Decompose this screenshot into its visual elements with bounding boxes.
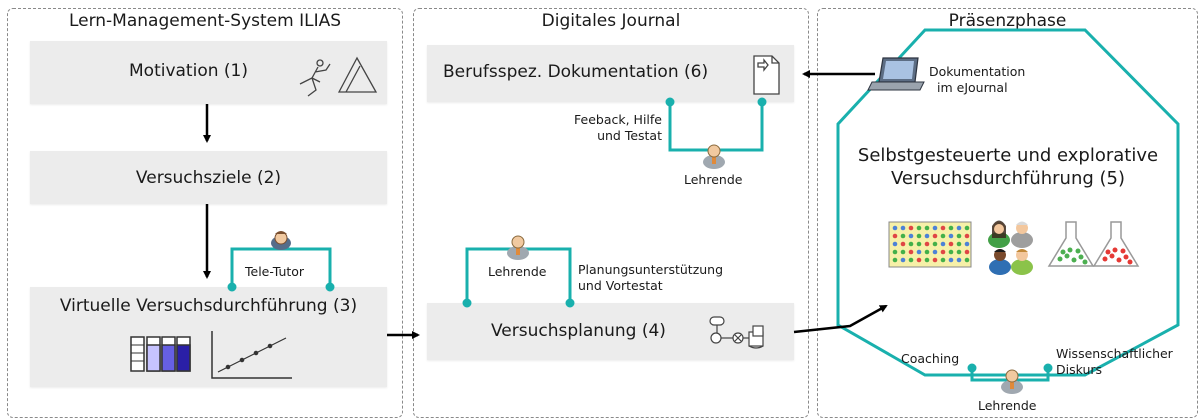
running-figure-icon bbox=[299, 56, 378, 97]
label-wiss-2: Diskurs bbox=[1056, 362, 1103, 377]
octagon-title-line2: Versuchsdurchführung (5) bbox=[890, 168, 1126, 189]
panel-title-lms: Lern-Management-System ILIAS bbox=[68, 11, 342, 31]
flask-red-icon bbox=[1092, 221, 1140, 267]
person-icon-lehrende-planung bbox=[507, 235, 529, 260]
box-virtuelle-label: Virtuelle Versuchsdurchführung (3) bbox=[59, 296, 358, 316]
person-icon-lehrende-journal bbox=[703, 144, 725, 169]
panel-title-praesenz: Präsenzphase bbox=[948, 11, 1067, 31]
person-icon-lehrende-bottom bbox=[1001, 369, 1023, 394]
flask-green-icon bbox=[1047, 221, 1095, 267]
line-chart-icon bbox=[211, 331, 292, 379]
box-virtuelle: Virtuelle Versuchsdurchführung (3) bbox=[30, 287, 387, 387]
octagon-shape bbox=[836, 28, 1180, 377]
flowchart-icon bbox=[709, 316, 764, 349]
box-motivation-label: Motivation (1) bbox=[129, 61, 248, 81]
label-wiss-1: Wissenschaftlicher bbox=[1056, 346, 1173, 361]
panel-praesenz: Präsenzphase bbox=[817, 8, 1198, 418]
data-grid-icon bbox=[888, 221, 972, 268]
label-feedback-2: und Testat bbox=[597, 128, 662, 143]
label-doku-2: im eJournal bbox=[937, 80, 1008, 95]
people-group-icon bbox=[988, 220, 1033, 275]
connector-feedback bbox=[665, 97, 767, 152]
label-planungs-1: Planungsunterstützung bbox=[578, 262, 724, 277]
label-lehrende-bottom: Lehrende bbox=[978, 398, 1037, 413]
panel-title-journal: Digitales Journal bbox=[541, 11, 681, 31]
label-lehrende-planung: Lehrende bbox=[488, 264, 547, 279]
box-versuchsplanung: Versuchsplanung (4) bbox=[427, 303, 794, 360]
octagon-title-line1: Selbstgesteuerte und explorative bbox=[857, 145, 1159, 166]
label-coaching: Coaching bbox=[901, 351, 960, 366]
box-motivation: Motivation (1) bbox=[30, 41, 387, 104]
box-berufsspez: Berufsspez. Dokumentation (6) bbox=[427, 45, 794, 102]
label-feedback-1: Feeback, Hilfe bbox=[574, 112, 662, 127]
laptop-icon bbox=[867, 57, 925, 91]
person-icon-tele-tutor bbox=[271, 231, 291, 250]
label-tele-tutor: Tele-Tutor bbox=[245, 264, 305, 279]
box-versuchsziele: Versuchsziele (2) bbox=[30, 151, 387, 204]
label-doku-1: Dokumentation bbox=[929, 64, 1026, 79]
box-versuchsplanung-label: Versuchsplanung (4) bbox=[491, 321, 666, 341]
document-icon bbox=[753, 55, 780, 95]
label-planungs-2: und Vortestat bbox=[578, 278, 663, 293]
panel-lms: Lern-Management-System ILIAS bbox=[7, 8, 403, 418]
box-berufsspez-label: Berufsspez. Dokumentation (6) bbox=[443, 62, 709, 82]
test-tubes-icon bbox=[130, 336, 191, 372]
label-lehrende-journal: Lehrende bbox=[684, 172, 743, 187]
box-versuchsziele-label: Versuchsziele (2) bbox=[135, 168, 282, 188]
arrow-planung-praesenz bbox=[793, 304, 888, 334]
panel-journal: Digitales Journal bbox=[413, 8, 809, 418]
